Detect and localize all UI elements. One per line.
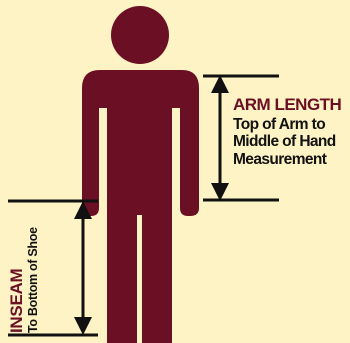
inseam-label: INSEAM To Bottom of Shoe [8, 208, 48, 333]
person-silhouette [82, 6, 199, 343]
body-shape [82, 70, 199, 343]
arm-length-description-line: Top of Arm to [233, 116, 350, 133]
arm-length-description-line: Measurement [233, 151, 350, 168]
arm-length-title: ARM LENGTH [233, 96, 350, 113]
arm-length-description: Top of Arm to Middle of Hand Measurement [233, 116, 350, 168]
inseam-title: INSEAM [8, 208, 25, 333]
inseam-description: To Bottom of Shoe [27, 208, 40, 333]
head-shape [111, 6, 169, 64]
arm-length-description-line: Middle of Hand [233, 133, 350, 150]
arm-length-label: ARM LENGTH Top of Arm to Middle of Hand … [233, 96, 350, 168]
